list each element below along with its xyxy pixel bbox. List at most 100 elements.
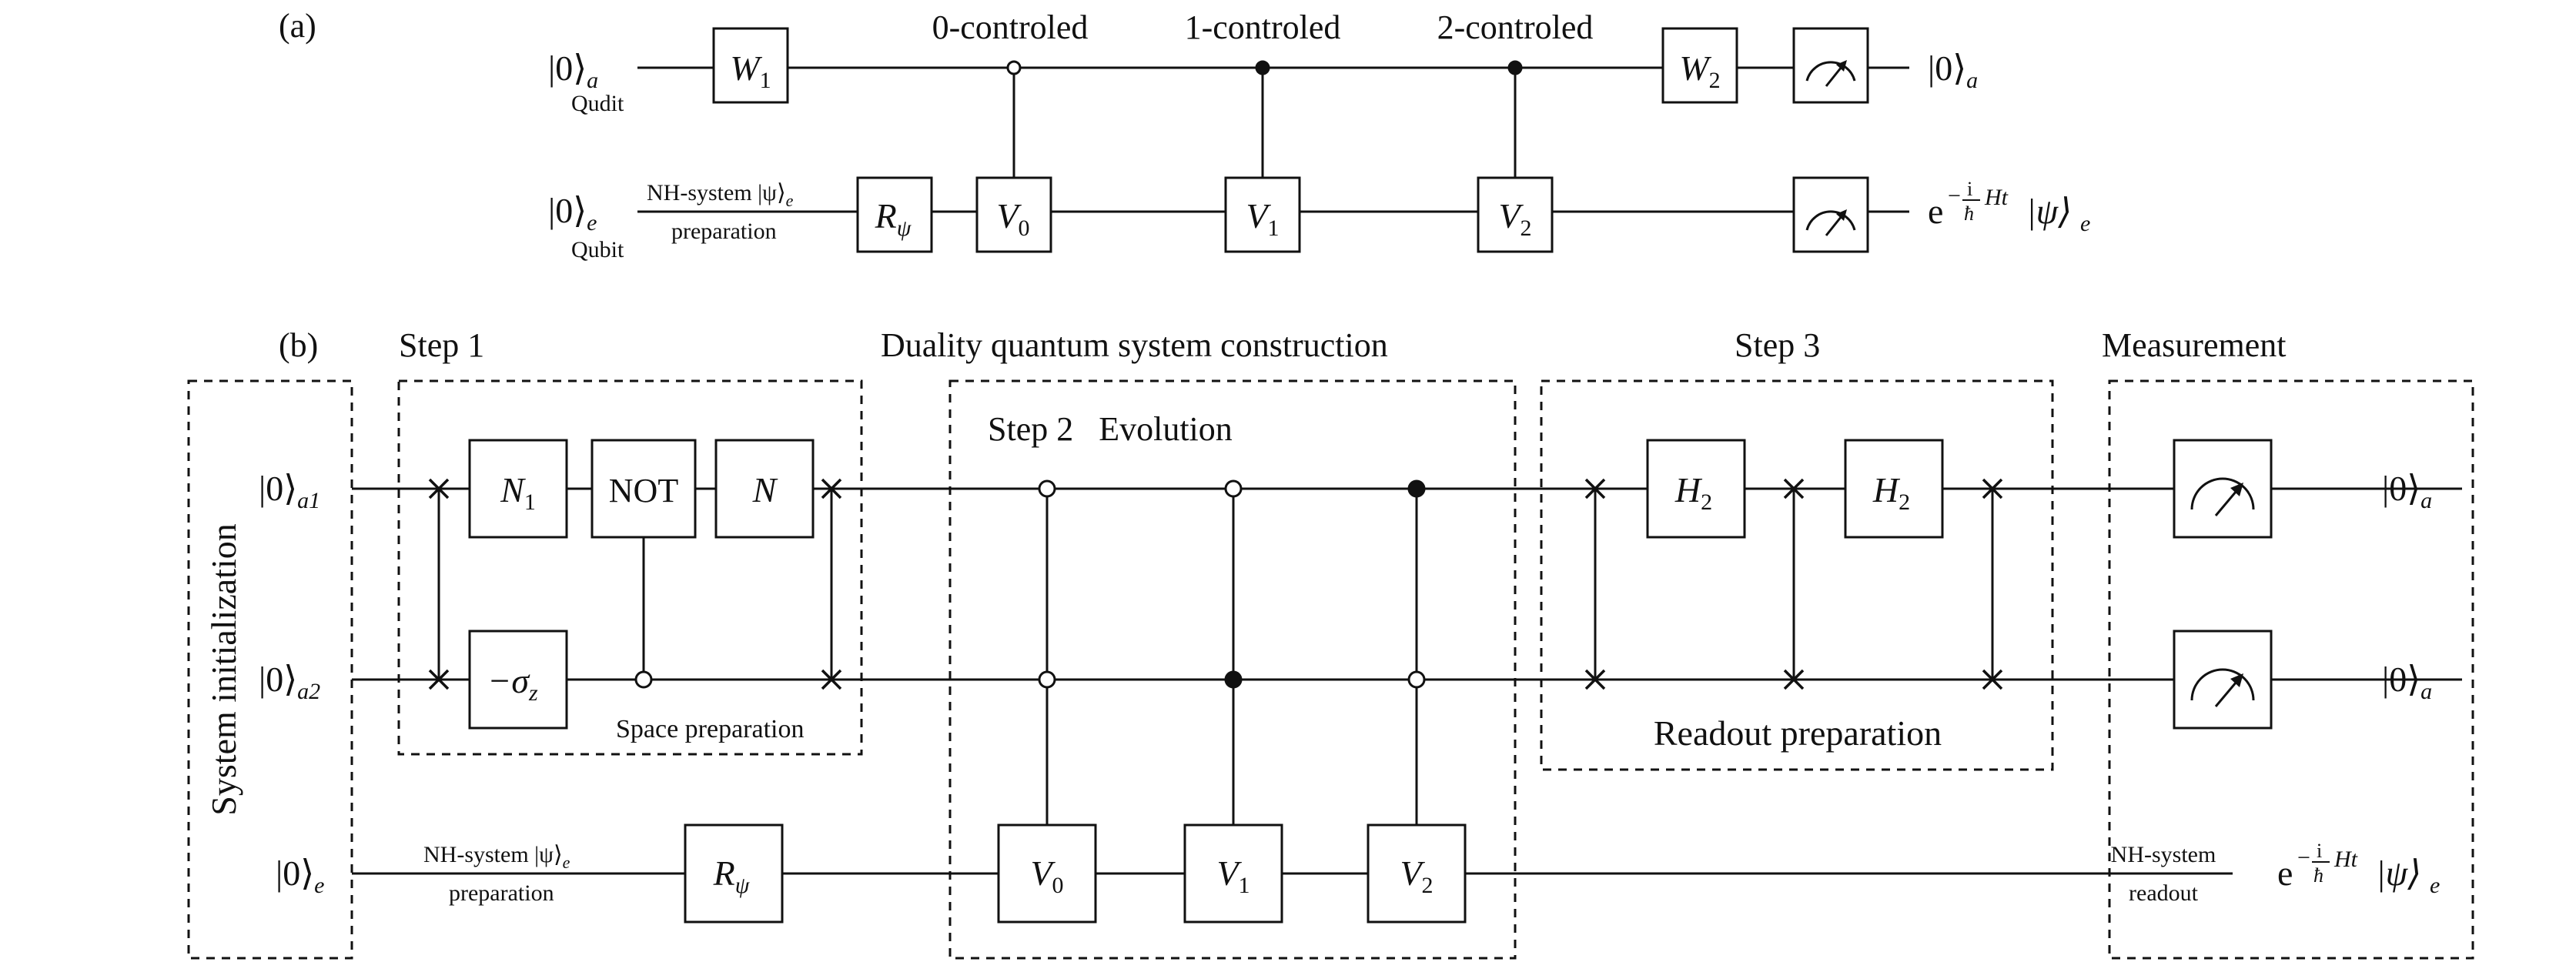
gate-v2 <box>1367 823 1467 924</box>
gate-h2-b <box>1844 439 1944 539</box>
group-evolution <box>948 379 1517 960</box>
svg-text:ħ: ħ <box>2313 864 2323 887</box>
svg-text:|ψ⟩: |ψ⟩ <box>2026 192 2072 231</box>
section-duality-label: Duality quantum system construction <box>881 326 1388 364</box>
panel-a-top-output: |0⟩a <box>1928 48 1978 93</box>
panel-a-qubit-note: Qubit <box>571 237 624 262</box>
panel-a: (a) |0⟩a Qudit |0⟩e Qubit NH-system |ψ⟩e… <box>279 7 2090 262</box>
swap-marker-icon <box>1783 669 1805 690</box>
svg-text:e: e <box>2430 873 2440 898</box>
panel-a-qudit-input: |0⟩a <box>548 48 598 93</box>
swap-marker-icon <box>821 478 842 499</box>
gate-r-psi-label: Rψ <box>713 853 751 898</box>
svg-text:−: − <box>1948 183 1961 209</box>
panel-a-meter-top <box>1792 27 1869 104</box>
section-step3-label: Step 3 <box>1735 326 1820 364</box>
readout-label-bottom: readout <box>2129 880 2199 906</box>
v0-control-dot-a1 <box>1038 479 1056 498</box>
panel-a-control-label-0: 0-controled <box>932 8 1089 46</box>
meter-arc-icon <box>1805 210 1856 231</box>
v0-control-dot-a2 <box>1038 670 1056 689</box>
panel-a-prep-label-top: NH-system |ψ⟩e <box>647 180 794 210</box>
swap-marker-icon <box>1982 669 2003 690</box>
swap-marker-icon <box>428 478 450 499</box>
panel-a-control-dot-0 <box>1006 60 1022 75</box>
svg-text:ħ: ħ <box>1964 202 1974 225</box>
panel-a-control-dot-1 <box>1255 60 1270 75</box>
gate-v1 <box>1183 823 1283 924</box>
panel-a-gate-v1-label: V1 <box>1246 196 1279 241</box>
section-step1-label: Step 1 <box>399 326 484 364</box>
panel-b: (b) Step 1 Duality quantum system constr… <box>187 326 2474 960</box>
panel-a-bottom-output: e − i ħ Ht |ψ⟩ e <box>1928 178 2090 236</box>
gate-n1-label: N1 <box>500 470 536 515</box>
v1-control-dot-a2 <box>1224 670 1243 689</box>
svg-text:e: e <box>2080 211 2090 236</box>
gate-h2-b-label: H2 <box>1872 470 1910 515</box>
panel-a-control-dot-2 <box>1507 60 1523 75</box>
swap-marker-icon <box>428 669 450 690</box>
panel-a-label: (a) <box>279 7 316 45</box>
meter-arc-icon <box>2190 477 2255 510</box>
panel-a-meter-bottom <box>1792 176 1869 253</box>
panel-a-control-label-1: 1-controled <box>1185 8 1341 46</box>
swap-marker-icon <box>1584 669 1606 690</box>
not-control-dot <box>634 670 653 689</box>
group-measurement <box>2108 379 2474 960</box>
panel-a-qubit-input: |0⟩e <box>548 191 597 235</box>
input-a2: |0⟩a2 <box>259 660 320 704</box>
section-measurement-label: Measurement <box>2102 326 2286 364</box>
gate-h2-a <box>1646 439 1746 539</box>
gate-v1-label: V1 <box>1216 853 1250 898</box>
panel-a-gate-w2 <box>1661 27 1738 104</box>
panel-a-gate-v1 <box>1224 176 1301 253</box>
meter-arc-icon <box>1805 61 1856 82</box>
input-a1: |0⟩a1 <box>259 469 320 513</box>
svg-text:|ψ⟩: |ψ⟩ <box>2376 853 2421 893</box>
group-system-initialization <box>187 379 353 960</box>
panel-a-gate-v0 <box>975 176 1052 253</box>
meter-a1 <box>2173 439 2273 539</box>
group-readout-preparation <box>1540 379 2054 771</box>
gate-h2-a-label: H2 <box>1674 470 1712 515</box>
v2-control-dot-a1 <box>1407 479 1426 498</box>
v2-control-dot-a2 <box>1407 670 1426 689</box>
svg-text:−: − <box>2297 845 2310 870</box>
panel-a-gate-v0-label: V0 <box>996 196 1029 241</box>
gate-v0-label: V0 <box>1030 853 1063 898</box>
gate-minus-sigma-z <box>468 630 568 730</box>
panel-b-prep-label-top: NH-system |ψ⟩e <box>423 842 570 872</box>
panel-a-gate-r-label: Rψ <box>875 196 912 241</box>
section-space-prep-label: Space preparation <box>616 715 805 743</box>
gate-not-label: NOT <box>609 472 679 509</box>
panel-b-prep-label-bottom: preparation <box>449 880 554 906</box>
panel-a-prep-label-bottom: preparation <box>671 219 777 244</box>
gate-n-label: N <box>752 470 778 509</box>
swap-marker-icon <box>1982 478 2003 499</box>
gate-n1 <box>468 439 568 539</box>
gate-v2-label: V2 <box>1400 853 1433 898</box>
svg-text:e: e <box>1928 192 1943 231</box>
section-init-label: System initialization <box>204 523 243 815</box>
input-e: |0⟩e <box>276 853 324 898</box>
gate-minus-sigma-z-label: −σz <box>487 661 538 706</box>
gate-r-psi <box>684 823 784 924</box>
gate-n <box>714 439 815 539</box>
panel-a-gate-r <box>856 176 933 253</box>
panel-a-gate-v2-label: V2 <box>1498 196 1531 241</box>
svg-text:Ht: Ht <box>2333 847 2358 872</box>
gate-not <box>590 439 697 539</box>
meter-arc-icon <box>2190 668 2255 701</box>
section-readout-prep-label: Readout preparation <box>1654 713 1942 753</box>
section-step2-label: Step 2 Evolution <box>988 410 1233 448</box>
output-a2: |0⟩a <box>2382 660 2432 704</box>
v1-control-dot-a1 <box>1224 479 1243 498</box>
panel-a-gate-w1-label: W1 <box>730 48 771 93</box>
swap-marker-icon <box>1783 478 1805 499</box>
group-space-preparation <box>397 379 863 756</box>
panel-a-control-label-2: 2-controled <box>1437 8 1594 46</box>
swap-marker-icon <box>821 669 842 690</box>
svg-text:Ht: Ht <box>1984 185 2009 210</box>
panel-a-gate-w1 <box>712 27 789 104</box>
